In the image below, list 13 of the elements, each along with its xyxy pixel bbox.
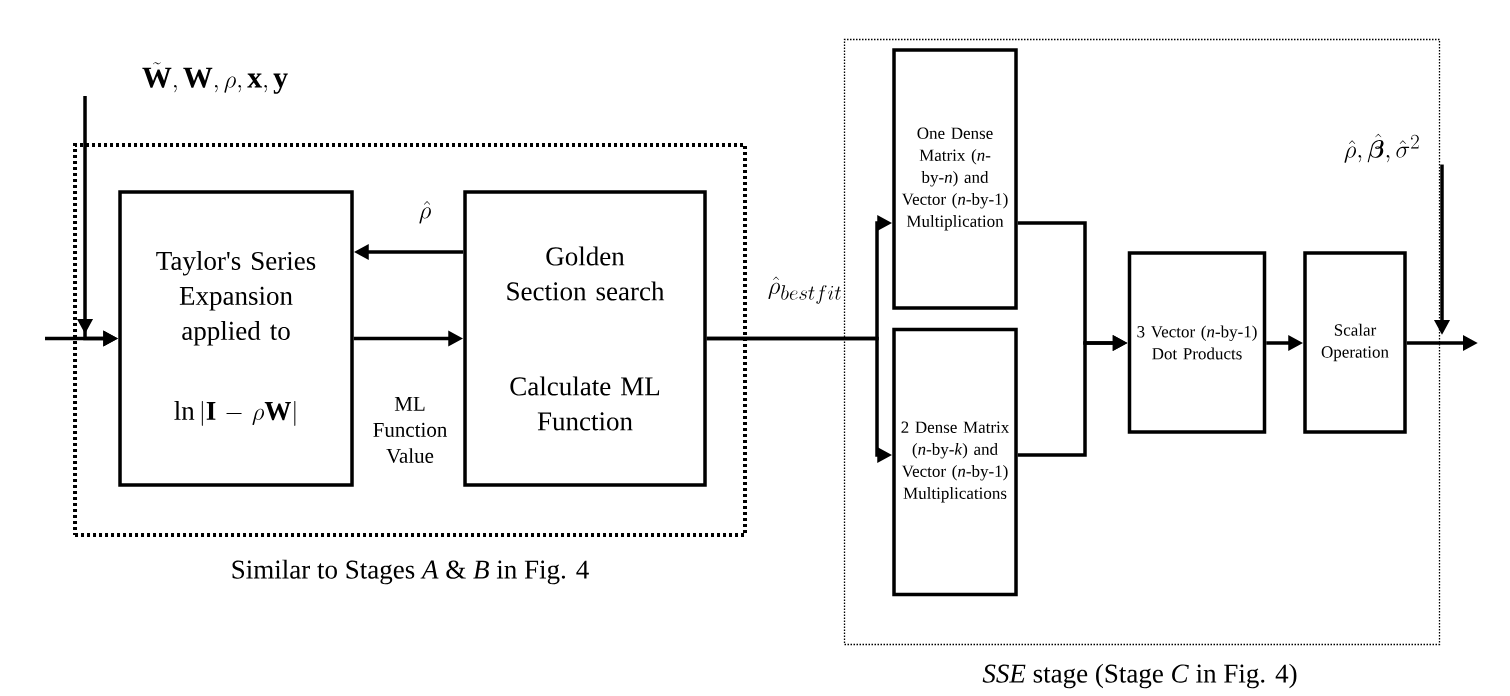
process-box: Scalar Operation [1303,251,1407,434]
stage-caption: SSE stage (Stage C in Fig. 4) [982,663,1297,689]
process-box: 3 Vector (n-by-1) Dot Products [1127,251,1267,434]
edge-label: $\hat{\rho}$ [417,199,433,225]
process-box: 2 Dense Matrix (n-by-k) and Vector (n-by-1) Multiplications [892,327,1018,597]
stage-caption: Similar to Stages A & B in Fig. 4 [232,559,589,585]
input-variables: $\tilde{\mathbf{W}},\mathbf{W},\rho,\mathbf{x},\mathbf{y}$ [142,62,288,94]
process-box: Taylor's Series Expansion applied to $\ln|\mathbf{I}-\rho\mathbf{W}|$ [118,190,354,487]
output-variables: $\hat{\rho},\hat{\boldsymbol{\beta}},\hat{\sigma}^2$ [1344,133,1419,163]
process-box: One Dense Matrix (n-by-n) and Vector (n-by-1) Multiplication [892,48,1018,310]
edge-label: $\hat{\rho}_{bestfit}$ [766,275,844,305]
edge-label: ML Function Value [359,395,461,465]
process-box: Golden Section search Calculate ML Function [463,190,707,487]
